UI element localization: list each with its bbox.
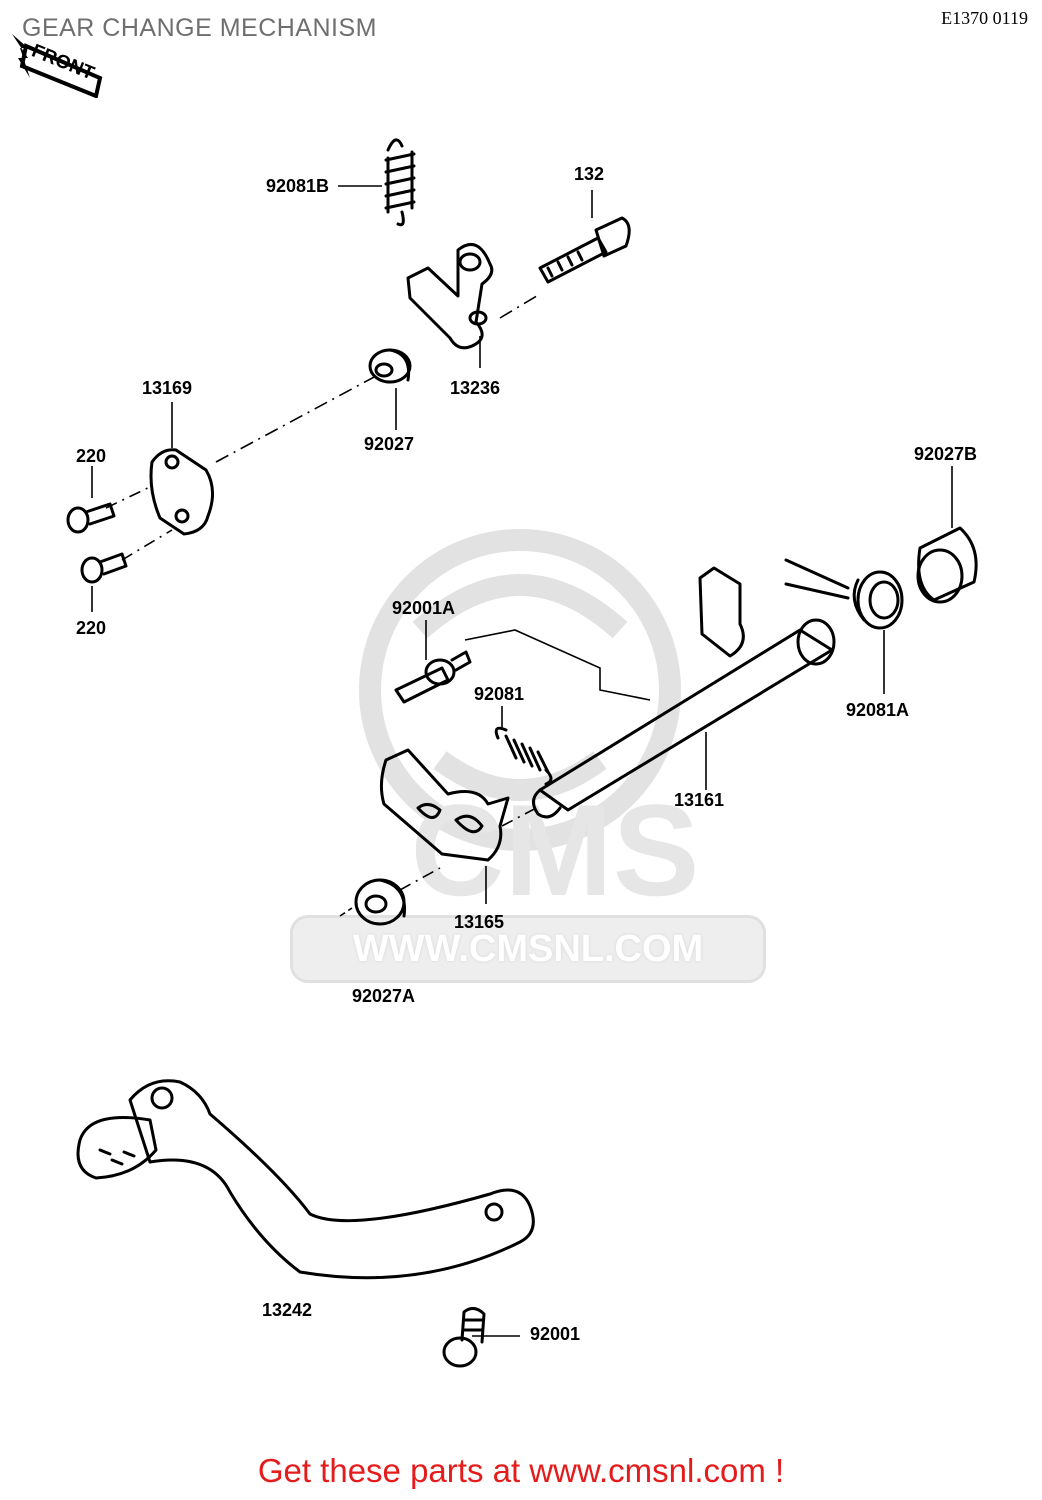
plate-13169 [149, 448, 214, 536]
front-arrow-icon [12, 34, 103, 98]
callout-92081a: 92081A [846, 700, 910, 720]
callout-92001a: 92001A [392, 598, 456, 618]
callout-92001: 92001 [530, 1324, 581, 1344]
callout-92027b: 92027B [914, 444, 978, 464]
spring-92081 [494, 726, 553, 786]
watermark-url: WWW.CMSNL.COM [290, 915, 766, 983]
collar-92027b [916, 526, 978, 604]
callout-13242: 13242 [262, 1300, 313, 1320]
callout-132: 132 [574, 164, 605, 184]
bolt-92001 [442, 1307, 486, 1368]
spring-92081a [784, 558, 904, 630]
pedal-13242 [76, 1079, 535, 1280]
callout-92081b: 92081B [266, 176, 330, 196]
diagram-code: E1370 0119 [941, 8, 1028, 28]
callout-13161: 13161 [674, 790, 725, 810]
callout-13165: 13165 [454, 912, 505, 932]
footer-cta-link[interactable]: Get these parts at www.cmsnl.com ! [257, 1452, 785, 1489]
collar-92027 [368, 348, 412, 384]
spring-92081b [384, 138, 416, 227]
callout-13236: 13236 [450, 378, 501, 398]
callout-92027: 92027 [364, 434, 415, 454]
page-title: GEAR CHANGE MECHANISM [22, 14, 377, 42]
shaft-13161 [532, 566, 836, 819]
callout-92081: 92081 [474, 684, 525, 704]
screw-220-lower [80, 552, 128, 584]
collar-92027a [354, 878, 406, 926]
arm-13165 [379, 748, 510, 862]
screw-220-upper [66, 502, 116, 534]
lever-13236 [406, 242, 494, 350]
bolt-132 [538, 216, 631, 284]
callout-220-upper: 220 [76, 446, 107, 466]
callout-92027a: 92027A [352, 986, 416, 1006]
callout-220-lower: 220 [76, 618, 107, 638]
callout-13169: 13169 [142, 378, 193, 398]
pin-92001a [394, 650, 472, 704]
